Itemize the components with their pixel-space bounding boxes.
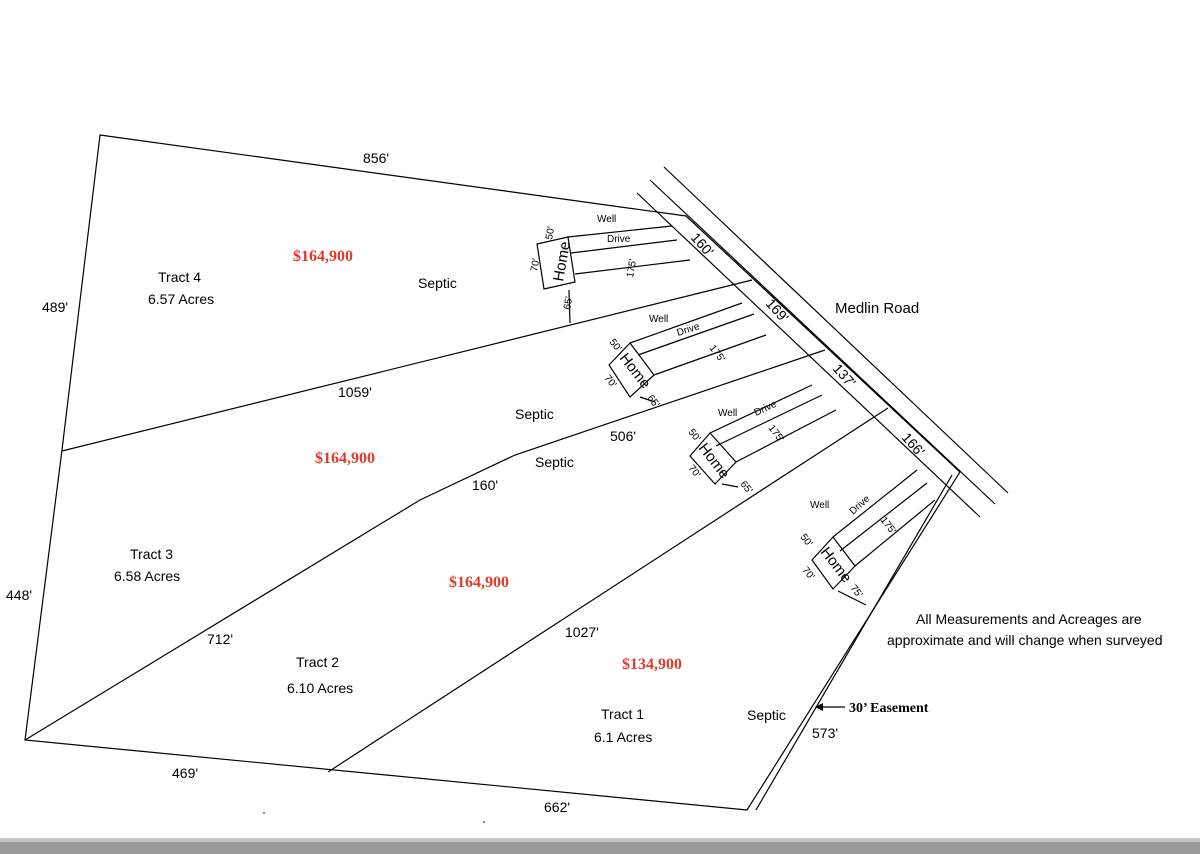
offset-label: 65' [645,393,662,410]
home-width: 50' [798,532,815,549]
lot-tract-4 [536,225,691,324]
offset-line [721,483,739,488]
setback-line [574,259,691,275]
drive-line [839,482,928,552]
south-east-label: 662' [544,799,570,815]
home-depth: 70' [686,463,703,480]
tract-2-price: $164,900 [449,574,509,591]
tract-1-acres: 6.1 Acres [594,729,652,745]
offset-label: 65' [738,479,755,496]
home-width: 50' [544,226,557,241]
line-1059-label: 1059' [338,384,372,400]
tract-3-name: Tract 3 [130,546,173,562]
lot-tract-3 [608,302,767,403]
lot-tract-2 [689,384,837,488]
west-upper-label: 489' [42,299,68,315]
septic-label: Septic [747,707,786,723]
easement-arrow-head [815,703,823,711]
home-depth: 70' [529,258,542,273]
bottom-bar-highlight [0,838,1200,842]
line-1027-label: 1027' [565,624,599,640]
bottom-bar [0,838,1200,854]
home-label: Home [616,350,654,392]
setback-line [735,409,837,463]
setback-line [854,499,936,567]
offset-label: 65' [562,296,575,311]
tract-4-price: $164,900 [293,248,353,265]
frontage-label: 169' [763,295,792,325]
drive-label: Drive [848,493,873,517]
septic-label: Septic [535,454,574,470]
road-name: Medlin Road [835,300,919,317]
drive-label: Drive [676,321,702,339]
well-label: Well [597,214,616,225]
speck [263,812,265,814]
well-label: Well [718,408,737,419]
frontage-label: 137' [830,360,859,390]
septic-label: Septic [418,275,457,291]
drive-label: Drive [607,234,631,245]
well-label: Well [810,500,829,511]
note-line-2: approximate and will change when surveye… [887,632,1163,648]
easement-label: 30’ Easement [849,701,929,716]
tract-2-name: Tract 2 [296,654,339,670]
frontage-label: 166' [899,429,928,459]
property-boundary [24,134,961,811]
west-lower-label: 448' [6,587,32,603]
drive-line [715,394,823,447]
tract-1-price: $134,900 [622,656,682,673]
tract-4-name: Tract 4 [158,269,201,285]
lot-tract-1 [811,469,936,606]
south-west-label: 469' [172,765,198,781]
tract-1-name: Tract 1 [601,706,644,722]
drive-line [709,384,813,434]
home-label: Home [817,544,855,586]
note-line-1: All Measurements and Acreages are [916,611,1142,627]
road-center-line [649,179,996,505]
tract-3-2-line [24,349,826,741]
home-width: 50' [686,427,703,444]
home-box [536,236,576,290]
tract-3-price: $164,900 [315,450,375,467]
drive-line [832,469,918,538]
septic-label: Septic [515,406,554,422]
well-label: Well [649,314,668,325]
tract-4-3-line [61,279,753,452]
frontage-label: 160' [688,229,717,259]
setback-label: 175' [707,343,727,364]
setback-label: 175' [625,258,639,278]
line-506-label: 506' [610,428,636,444]
home-width: 50' [607,337,624,354]
offset-line [639,396,656,403]
tract-2-acres: 6.10 Acres [287,680,353,696]
easement-line [755,474,953,811]
home-label: Home [550,240,574,282]
east-label: 573' [812,725,838,741]
road-far-line [663,166,1009,494]
drive-line [567,225,673,238]
drive-line [570,239,678,254]
line-160-label: 160' [472,477,498,493]
speck [483,821,485,823]
tract-2-1-line [327,407,889,773]
tract-3-acres: 6.58 Acres [114,568,180,584]
offset-line [568,289,571,324]
north-boundary-label: 856' [363,150,389,166]
tract-4-acres: 6.57 Acres [148,291,214,307]
drive-line [629,302,743,344]
home-depth: 70' [800,565,817,582]
setback-line [653,334,767,376]
road-edge-line [636,192,981,518]
line-712-label: 712' [207,631,233,647]
drive-label: Drive [753,399,779,419]
setback-label: 175' [766,423,786,444]
offset-line [837,590,867,606]
drive-line [637,313,755,356]
home-label: Home [695,440,733,482]
